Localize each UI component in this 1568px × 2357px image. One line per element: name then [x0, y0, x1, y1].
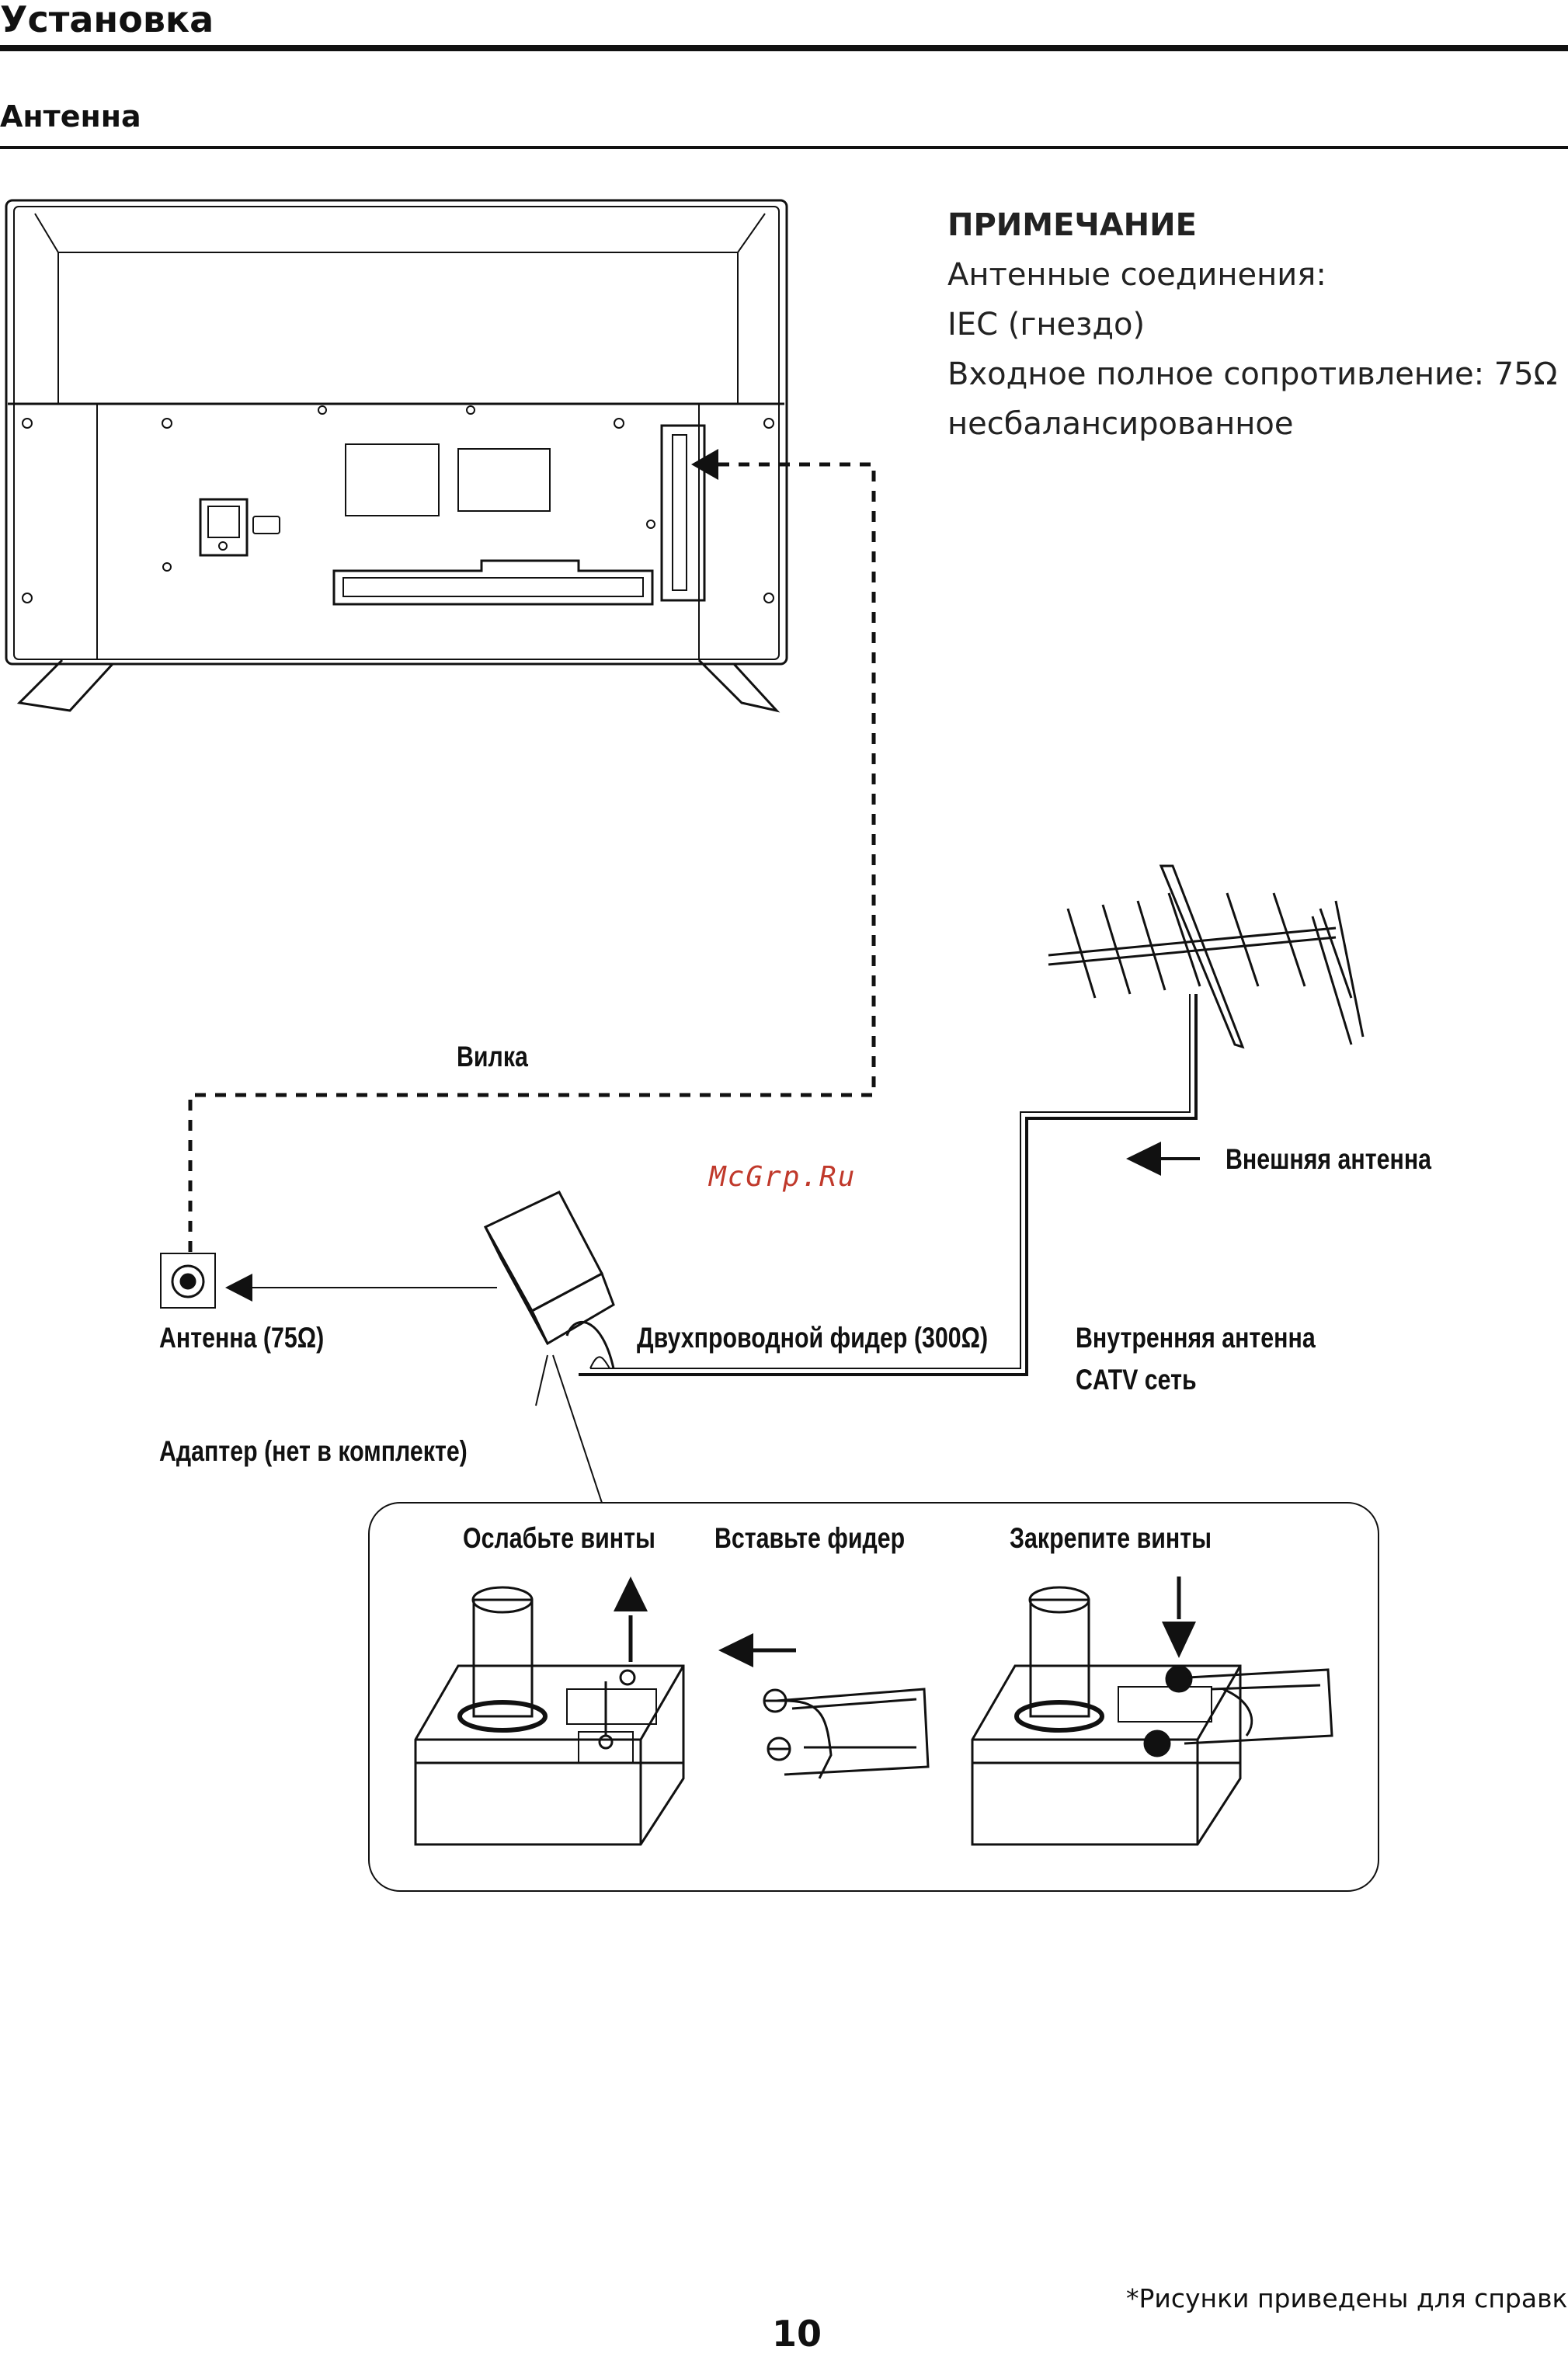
feeder-label: Двухпроводной фидер (300Ω) — [637, 1322, 989, 1354]
tv-back-illustration — [5, 199, 788, 713]
note-line: Антенные соединения: — [947, 257, 1326, 293]
section-divider — [0, 146, 1568, 149]
footnote: *Рисунки приведены для справки — [1126, 2283, 1568, 2314]
loosen-illustration — [414, 1586, 685, 1846]
title-divider — [0, 45, 1568, 51]
external-antenna-illustration — [1048, 864, 1365, 1049]
plug-label: Вилка — [457, 1041, 528, 1072]
plug-cable — [188, 462, 876, 1252]
page-number: 10 — [772, 2313, 822, 2355]
antenna-socket — [160, 1253, 216, 1309]
watermark: McGrp.Ru — [709, 1161, 857, 1193]
antenna-socket-label: Антенна (75Ω) — [159, 1322, 325, 1354]
external-antenna-label: Внешняя антенна — [1226, 1143, 1432, 1175]
indoor-antenna-label: Внутренняя антенна — [1076, 1322, 1316, 1354]
insert-illustration — [763, 1688, 930, 1779]
fasten-label: Закрепите винты — [1010, 1522, 1212, 1554]
loosen-label: Ослабьте винты — [463, 1522, 655, 1554]
note-title: ПРИМЕЧАНИЕ — [947, 207, 1197, 243]
note-line: IEC (гнездо) — [947, 307, 1146, 342]
instruction-panel — [368, 1502, 1379, 1892]
adapter-illustration — [483, 1191, 615, 1369]
note-line: несбалансированное — [947, 406, 1294, 442]
adapter-label: Адаптер (нет в комплекте) — [159, 1435, 468, 1467]
note-block: ПРИМЕЧАНИЕ Антенные соединения: IEC (гне… — [947, 200, 1557, 449]
section-title: Антенна — [0, 99, 141, 134]
feeder-line — [579, 994, 1198, 1376]
page-title: Установка — [0, 0, 214, 40]
note-line: Входное полное сопротивление: 75Ω — [947, 356, 1558, 392]
fasten-illustration — [971, 1586, 1333, 1846]
catv-label: CATV сеть — [1076, 1364, 1197, 1396]
insert-label: Вставьте фидер — [714, 1522, 906, 1554]
